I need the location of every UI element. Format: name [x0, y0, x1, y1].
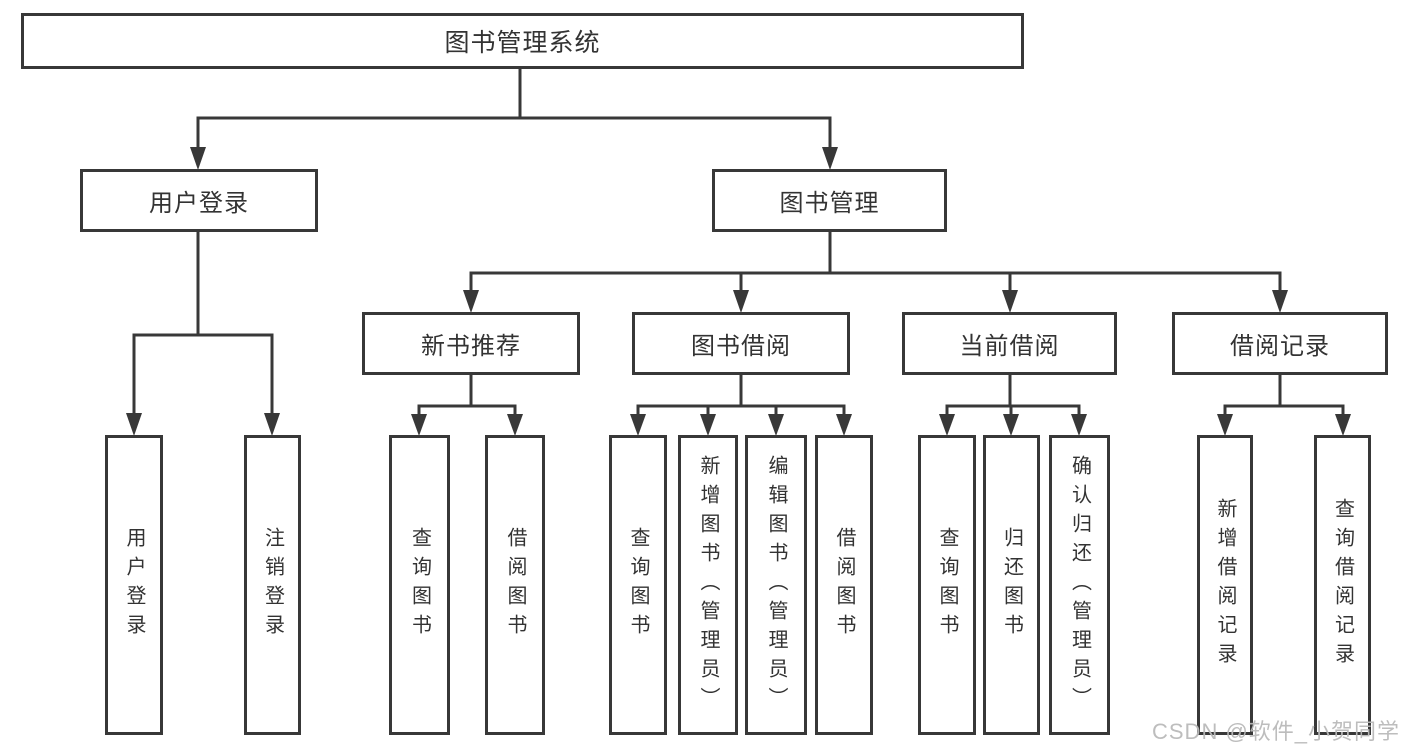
leaf-borrow-books-borrow: 借阅图书	[815, 435, 873, 735]
arrowheads	[126, 147, 1351, 436]
leaf-logout: 注销登录	[244, 435, 301, 735]
node-system-root: 图书管理系统	[21, 13, 1024, 69]
leaf-borrow-books-newbook: 借阅图书	[485, 435, 545, 735]
leaf-user-login: 用户登录	[105, 435, 163, 735]
leaf-label: 编辑图书（管理员）	[765, 454, 787, 716]
leaf-label: 查询图书	[408, 527, 431, 643]
leaf-label: 新增借阅记录	[1214, 498, 1236, 672]
leaf-label: 借阅图书	[504, 527, 526, 643]
node-current-borrow: 当前借阅	[902, 312, 1117, 375]
leaf-edit-book-admin: 编辑图书（管理员）	[745, 435, 807, 735]
leaf-query-books-current: 查询图书	[918, 435, 976, 735]
node-user-login: 用户登录	[80, 169, 318, 232]
leaf-add-borrow-record: 新增借阅记录	[1197, 435, 1253, 735]
leaf-label: 确认归还（管理员）	[1068, 454, 1091, 716]
leaf-query-books-newbook: 查询图书	[389, 435, 450, 735]
leaf-return-book: 归还图书	[983, 435, 1040, 735]
leaf-query-borrow-record: 查询借阅记录	[1314, 435, 1371, 735]
node-book-management: 图书管理	[712, 169, 947, 232]
leaf-label: 借阅图书	[833, 527, 855, 643]
leaf-label: 查询图书	[936, 527, 958, 643]
node-new-book-recommend: 新书推荐	[362, 312, 580, 375]
leaf-query-books-borrow: 查询图书	[609, 435, 667, 735]
node-book-borrow: 图书借阅	[632, 312, 850, 375]
leaf-add-book-admin: 新增图书（管理员）	[678, 435, 738, 735]
leaf-confirm-return-admin: 确认归还（管理员）	[1049, 435, 1110, 735]
node-borrow-records: 借阅记录	[1172, 312, 1388, 375]
leaf-label: 注销登录	[261, 527, 284, 643]
leaf-label: 新增图书（管理员）	[697, 454, 719, 716]
leaf-label: 归还图书	[1000, 527, 1023, 643]
leaf-label: 查询图书	[627, 527, 649, 643]
leaf-label: 查询借阅记录	[1331, 498, 1354, 672]
csdn-watermark: CSDN @软件_小贺同学	[1152, 719, 1401, 744]
leaf-label: 用户登录	[123, 527, 145, 643]
